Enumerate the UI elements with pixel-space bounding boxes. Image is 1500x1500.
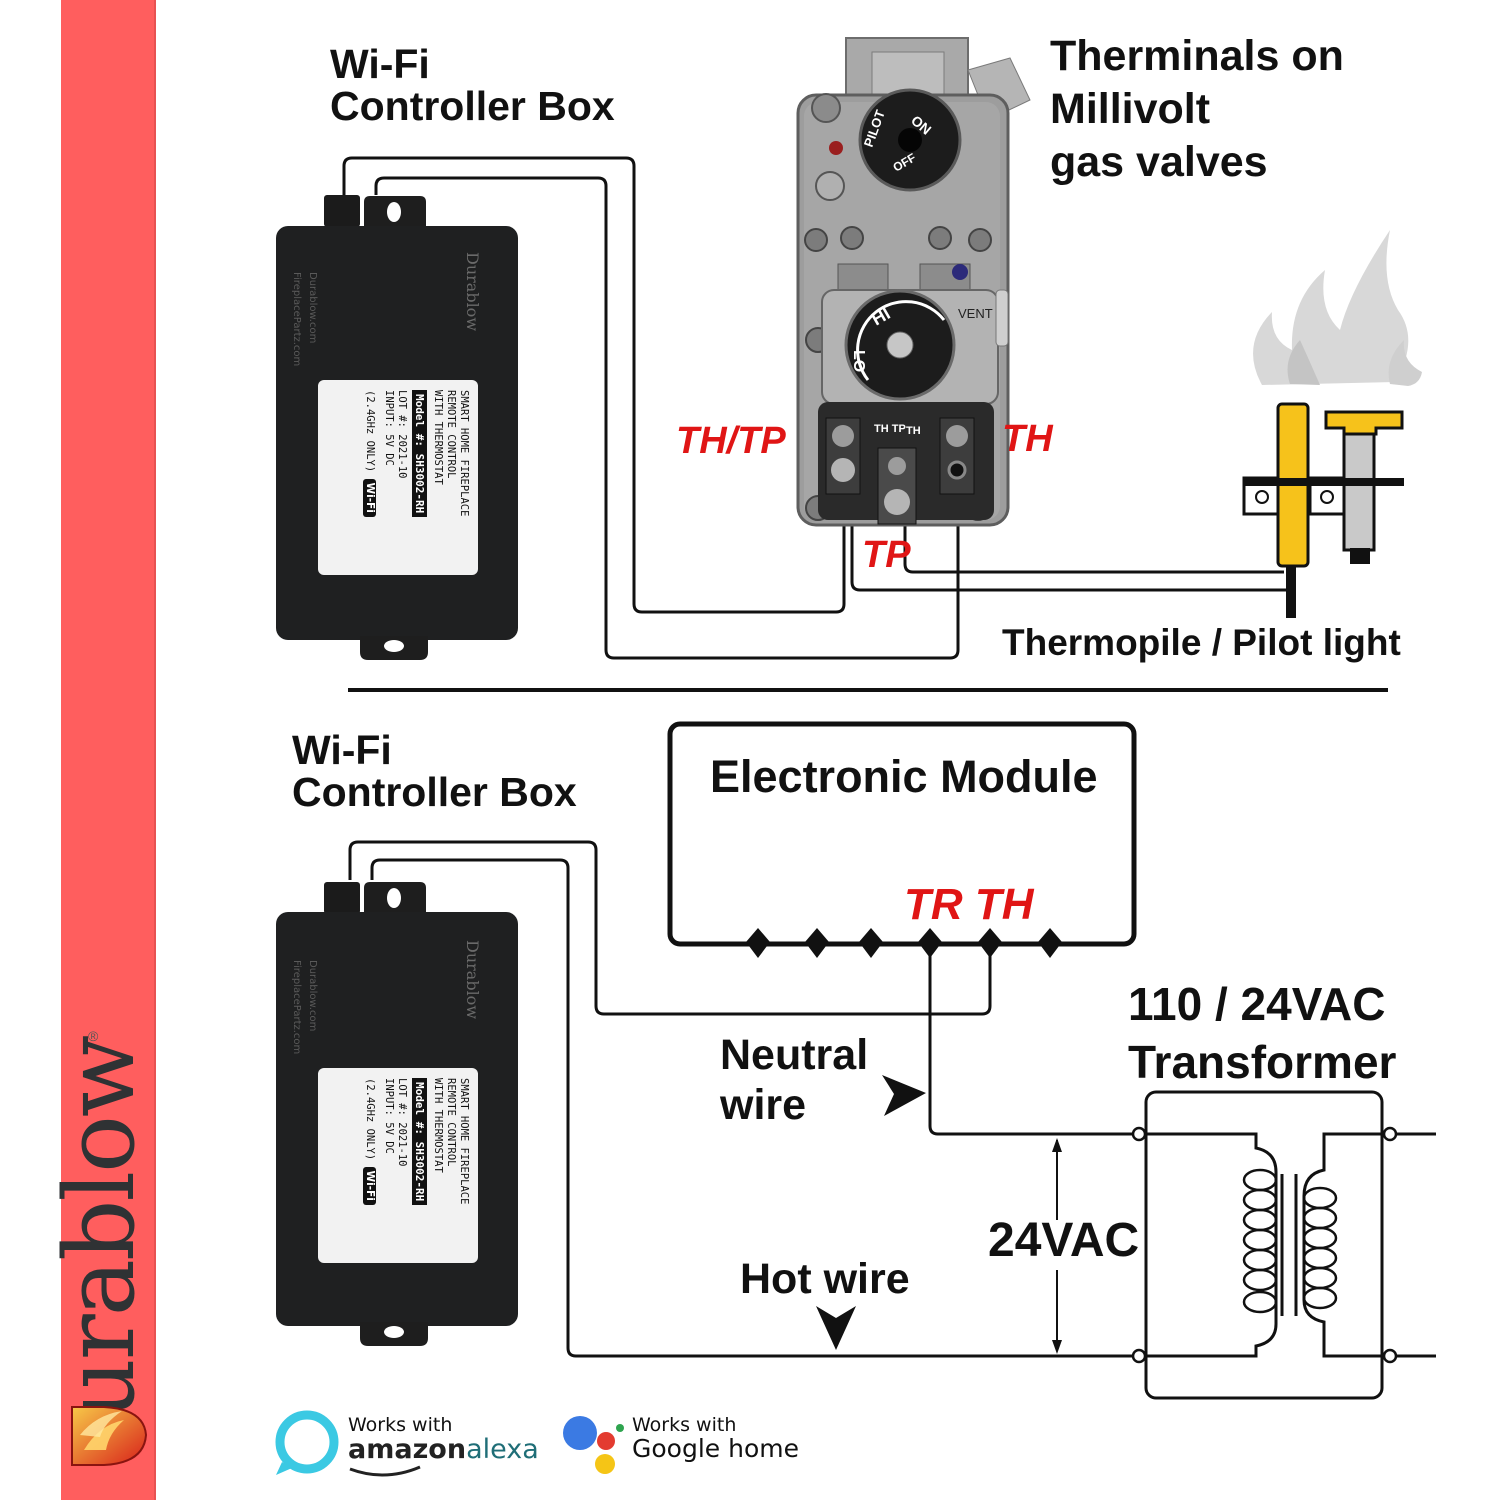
wire-thtp-to-pilot bbox=[850, 440, 1292, 616]
module-terminal-diamonds bbox=[746, 928, 1062, 958]
wire-bottom-outer bbox=[348, 840, 992, 1016]
module-terminal bbox=[859, 928, 883, 958]
case-url2-top: FireplacePartz.com bbox=[291, 272, 302, 367]
terminal-label-tp: TP bbox=[862, 534, 911, 576]
case-brand-top: Durablow bbox=[463, 252, 482, 332]
label-band: (2.4GHz ONLY) bbox=[364, 390, 376, 473]
brand-flame-logo-icon bbox=[71, 1406, 148, 1466]
vent-label: VENT bbox=[958, 306, 993, 321]
flame-icon bbox=[1253, 230, 1422, 386]
label-line3: WITH THERMOSTAT bbox=[432, 1078, 444, 1173]
case-brand-bottom: Durablow bbox=[463, 940, 482, 1020]
terminal-label-th-tp: TH/TP bbox=[676, 420, 786, 462]
neutral-arrow-icon bbox=[882, 1075, 926, 1116]
brand-sidebar bbox=[61, 0, 156, 1500]
wifi-badge-icon: Wi-Fi bbox=[363, 478, 376, 517]
google-name: Google home bbox=[632, 1434, 799, 1463]
module-terminal bbox=[805, 928, 829, 958]
transformer-terminal bbox=[1382, 1126, 1398, 1142]
label-line2: REMOTE CONTROL bbox=[445, 390, 457, 479]
wire-tp-to-pilot bbox=[903, 520, 1284, 574]
transformer-title-line1: 110 / 24VAC bbox=[1128, 978, 1386, 1030]
alexa-works-with: Works with bbox=[348, 1414, 453, 1436]
module-title: Electronic Module bbox=[710, 751, 1098, 802]
label-lot: LOT #: 2021-10 bbox=[396, 390, 408, 479]
terminal-label-th: TH bbox=[1002, 418, 1053, 460]
valve-title-line2: Millivolt bbox=[1050, 85, 1211, 133]
th-tp-small-label: TH TP bbox=[874, 423, 906, 435]
hot-wire-label: Hot wire bbox=[740, 1255, 910, 1303]
google-assistant-logo-icon bbox=[563, 1416, 624, 1474]
label-line1: SMART HOME FIREPLACE bbox=[458, 1078, 470, 1205]
top-controller-title-line1: Wi-Fi bbox=[330, 41, 430, 87]
alexa-amazon: amazon bbox=[348, 1434, 467, 1465]
label-line2: REMOTE CONTROL bbox=[445, 1078, 457, 1167]
label-lot: LOT #: 2021-10 bbox=[396, 1078, 408, 1167]
pilot-caption: Thermopile / Pilot light bbox=[1002, 622, 1401, 663]
alexa-logo-icon bbox=[275, 1410, 421, 1477]
device-label-bottom: SMART HOME FIREPLACE REMOTE CONTROL WITH… bbox=[318, 1068, 478, 1263]
transformer-terminal bbox=[1131, 1348, 1147, 1364]
wire-bottom-inner bbox=[370, 858, 1138, 1358]
label-input: INPUT: 5V DC bbox=[383, 390, 395, 466]
google-badge: Works with Google home bbox=[632, 1414, 799, 1463]
wire-neutral bbox=[928, 952, 1138, 1136]
label-model: Model #: SH3002-RH bbox=[412, 1078, 427, 1206]
valve-title-line3: gas valves bbox=[1050, 138, 1268, 186]
module-terminal bbox=[1038, 928, 1062, 958]
neutral-label-line1: Neutral bbox=[720, 1031, 869, 1079]
label-line3: WITH THERMOSTAT bbox=[432, 390, 444, 485]
module-terminal-tr bbox=[918, 928, 942, 958]
electronic-module-box bbox=[667, 721, 1137, 947]
pilot-assembly bbox=[1242, 402, 1404, 618]
case-url1-top: Durablow.com bbox=[307, 272, 318, 344]
transformer-title: 110 / 24VAC Transformer bbox=[1128, 975, 1396, 1091]
transformer-terminal bbox=[1382, 1348, 1398, 1364]
label-band: (2.4GHz ONLY) bbox=[364, 1078, 376, 1161]
neutral-wire-label: Neutral wire bbox=[720, 1030, 868, 1130]
wifi-badge-icon: Wi-Fi bbox=[363, 1166, 376, 1205]
transformer-title-line2: Transformer bbox=[1128, 1036, 1397, 1088]
tp-small-label: TP bbox=[888, 527, 902, 539]
transformer bbox=[1144, 1090, 1436, 1400]
case-url1-bottom: Durablow.com bbox=[307, 960, 318, 1032]
label-line1: SMART HOME FIREPLACE bbox=[458, 390, 470, 517]
wire-top-outer bbox=[342, 156, 846, 614]
label-input: INPUT: 5V DC bbox=[383, 1078, 395, 1154]
hot-wire-arrow-icon bbox=[816, 1306, 856, 1350]
th-small-label: TH bbox=[906, 425, 921, 437]
neutral-label-line2: wire bbox=[720, 1081, 807, 1129]
alexa-name: alexa bbox=[466, 1434, 539, 1465]
google-works-with: Works with bbox=[632, 1414, 737, 1436]
bottom-controller-title-line2: Controller Box bbox=[292, 768, 577, 815]
dial-lo-label: LO bbox=[850, 350, 867, 372]
registered-mark: ® bbox=[88, 1028, 99, 1044]
device-label-top: SMART HOME FIREPLACE REMOTE CONTROL WITH… bbox=[318, 380, 478, 575]
valve-title: Therminals on Millivolt gas valves bbox=[1050, 30, 1344, 189]
transformer-terminal bbox=[1131, 1126, 1147, 1142]
bottom-controller-title: Wi-Fi Controller Box bbox=[292, 727, 577, 815]
case-url2-bottom: FireplacePartz.com bbox=[291, 960, 302, 1055]
wire-top-inner bbox=[374, 176, 960, 660]
gas-valve: ON PILOT OFF HI LO VENT TH TP TH TP bbox=[796, 37, 1031, 539]
module-terminal bbox=[746, 928, 770, 958]
module-terminal-th bbox=[978, 928, 1002, 958]
valve-title-line1: Therminals on bbox=[1050, 32, 1344, 80]
top-controller-title: Wi-Fi Controller Box bbox=[330, 41, 615, 129]
alexa-badge: Works with amazonalexa bbox=[348, 1414, 539, 1465]
top-controller-title-line2: Controller Box bbox=[330, 82, 615, 129]
module-terminal-labels: TR TH bbox=[904, 880, 1034, 929]
label-model: Model #: SH3002-RH bbox=[412, 390, 427, 518]
voltage-label: 24VAC bbox=[988, 1214, 1140, 1267]
bottom-controller-title-line1: Wi-Fi bbox=[292, 727, 392, 773]
